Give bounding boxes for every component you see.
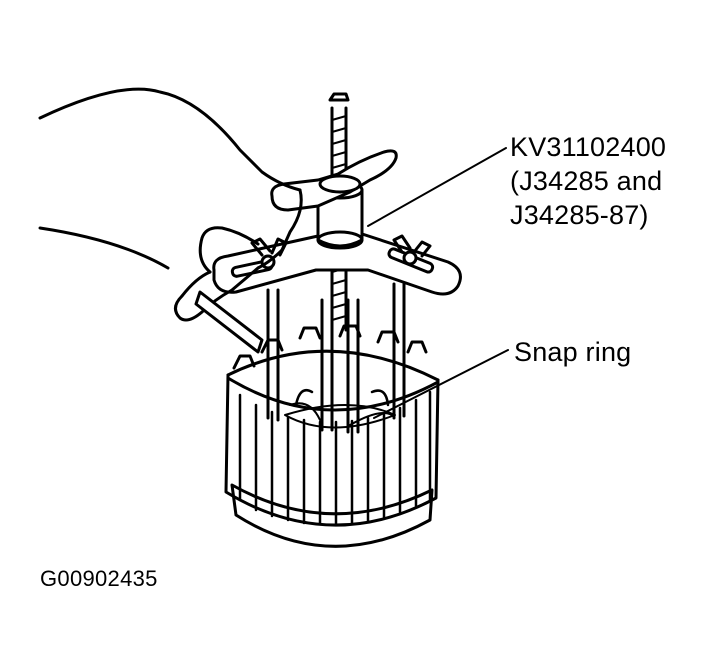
snap-ring-callout: Snap ring xyxy=(514,337,632,367)
clutch-drum xyxy=(224,324,440,548)
tool-callout: KV31102400 (J34285 and J34285-87) xyxy=(510,130,666,232)
tool-number-label: KV31102400 xyxy=(510,132,667,162)
tool-leader-line xyxy=(367,147,507,227)
snap-ring-leader-line xyxy=(373,349,509,419)
compressor-legs xyxy=(266,282,406,434)
hand xyxy=(38,87,303,354)
figure-id: G00902435 xyxy=(40,566,158,591)
tool-alt-number-label-2: J34285-87) xyxy=(510,200,649,230)
tool-alt-number-label-1: (J34285 and xyxy=(510,166,663,196)
